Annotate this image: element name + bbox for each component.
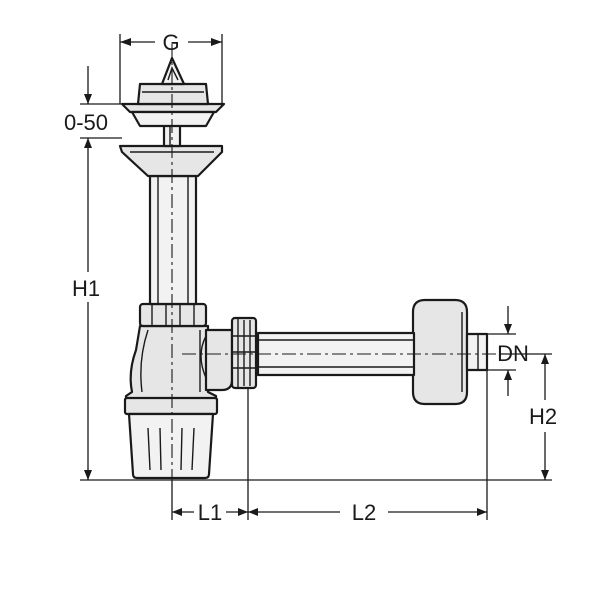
- label-height-adjust: 0-50: [64, 110, 108, 135]
- plug: [136, 82, 210, 106]
- vertical-inlet-pipe: [148, 174, 198, 306]
- bottle-trap-assembly: [118, 56, 489, 480]
- dimension-height-adjust: [80, 66, 138, 148]
- trap-outlet-elbow: [204, 328, 234, 392]
- dimension-l1-l2: [171, 370, 488, 520]
- label-l1: L1: [198, 500, 222, 525]
- dimension-g: [119, 34, 223, 104]
- label-h2: H2: [529, 404, 557, 429]
- dimension-dn: [487, 306, 516, 396]
- inlet-funnel: [118, 144, 224, 178]
- center-lines: [171, 44, 500, 480]
- strainer-rim: [120, 102, 226, 114]
- wall-pipe-stub: [465, 332, 489, 372]
- dimension-h1: [84, 138, 92, 480]
- dimension-h2: [500, 353, 552, 480]
- label-dn: DN: [497, 341, 529, 366]
- wall-flange: [411, 298, 469, 406]
- label-h1: H1: [72, 276, 100, 301]
- label-g: G: [162, 30, 179, 55]
- trap-body: [124, 324, 218, 406]
- cap-ring: [123, 396, 219, 416]
- bottom-cap: [127, 412, 215, 480]
- upper-union-nut: [138, 302, 208, 328]
- strainer-basket: [130, 110, 216, 128]
- label-l2: L2: [352, 500, 376, 525]
